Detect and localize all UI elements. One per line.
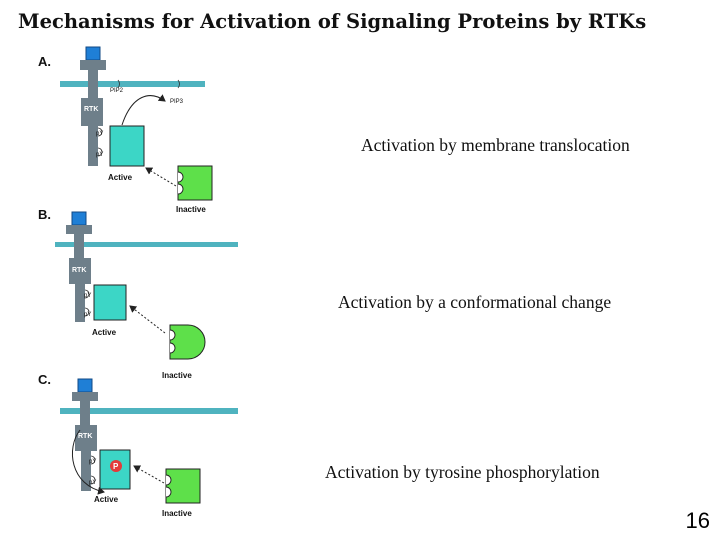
- panel-b-active-label: Active: [92, 328, 117, 337]
- panel-b-ligand: [71, 211, 87, 226]
- panel-c-phosphorylation-arrow: [72, 429, 105, 495]
- panel-b-activation-arrow: [129, 305, 166, 334]
- panel-a-ligand: [85, 46, 101, 61]
- panel-b-py1: pY: [84, 293, 91, 299]
- panel-c-activation-arrow: [133, 465, 165, 484]
- panel-c-receptor-extracellular: [72, 392, 98, 401]
- panel-a-receptor-tail: [88, 126, 98, 166]
- panel-c-receptor-tail: [81, 451, 91, 491]
- panel-a-receptor-extracellular: [80, 60, 106, 70]
- panel-c-membrane: [60, 408, 238, 414]
- panel-a-inactive-label: Inactive: [176, 205, 206, 214]
- panel-b-membrane: [55, 242, 238, 247]
- panel-a-pip-arrow: [121, 94, 166, 126]
- panel-b-inactive-label: Inactive: [162, 371, 192, 380]
- panel-a-active-label: Active: [108, 173, 133, 182]
- panel-a-receptor-transmembrane: [88, 70, 98, 100]
- page-title: Mechanisms for Activation of Signaling P…: [18, 10, 647, 33]
- panel-a-py1: pY: [96, 131, 103, 137]
- panel-c-phosphate-label: P: [113, 462, 119, 471]
- caption-conformational-change: Activation by a conformational change: [338, 292, 612, 312]
- panel-a-activation-arrow: [145, 167, 177, 187]
- panel-a-inactive-protein: [177, 165, 213, 201]
- panel-c-receptor-transmembrane: [80, 401, 90, 426]
- panel-b-receptor-transmembrane: [74, 234, 84, 259]
- panel-b-letter: B.: [38, 207, 51, 222]
- panel-b: B. RTK pY pY Active Inactive: [38, 207, 238, 380]
- panel-b-receptor-kinase: [69, 258, 91, 284]
- panel-a-receptor-kinase: [81, 98, 103, 126]
- panel-b-receptor-extracellular: [66, 225, 92, 234]
- panel-c-rtk-label: RTK: [78, 433, 92, 440]
- panel-b-receptor-tail: [75, 284, 85, 322]
- panel-c-active-label: Active: [94, 495, 119, 504]
- panel-a-active-protein: [109, 125, 145, 167]
- panel-a: A. RTK pY pY Active PIP2 PIP3 Inactive: [38, 46, 213, 214]
- panel-b-inactive-protein: [169, 324, 206, 360]
- panel-a-letter: A.: [38, 54, 51, 69]
- caption-membrane-translocation: Activation by membrane translocation: [361, 135, 630, 155]
- panel-c-inactive-label: Inactive: [162, 509, 192, 518]
- caption-tyrosine-phosphorylation: Activation by tyrosine phosphorylation: [325, 462, 600, 482]
- panel-a-py2: pY: [96, 152, 103, 158]
- panel-c-ligand: [77, 378, 93, 393]
- panel-a-pip2: PIP2: [110, 88, 124, 94]
- panel-c: C. RTK pY pY P Active Inactive: [38, 372, 238, 518]
- panel-c-phosphate: [110, 460, 122, 472]
- panel-c-letter: C.: [38, 372, 51, 387]
- panel-b-rtk-label: RTK: [72, 267, 86, 274]
- panel-c-receptor-kinase: [75, 425, 97, 451]
- panel-b-active-protein: [93, 284, 127, 321]
- page-number: 16: [685, 508, 710, 533]
- panel-b-py2: pY: [84, 312, 91, 318]
- panel-c-py2: pY: [89, 480, 96, 486]
- panel-c-py1: pY: [89, 459, 96, 465]
- panel-c-inactive-protein: [165, 468, 201, 504]
- panel-a-rtk-label: RTK: [84, 106, 98, 113]
- panel-a-pip3: PIP3: [170, 99, 184, 105]
- panel-a-membrane: [60, 81, 205, 87]
